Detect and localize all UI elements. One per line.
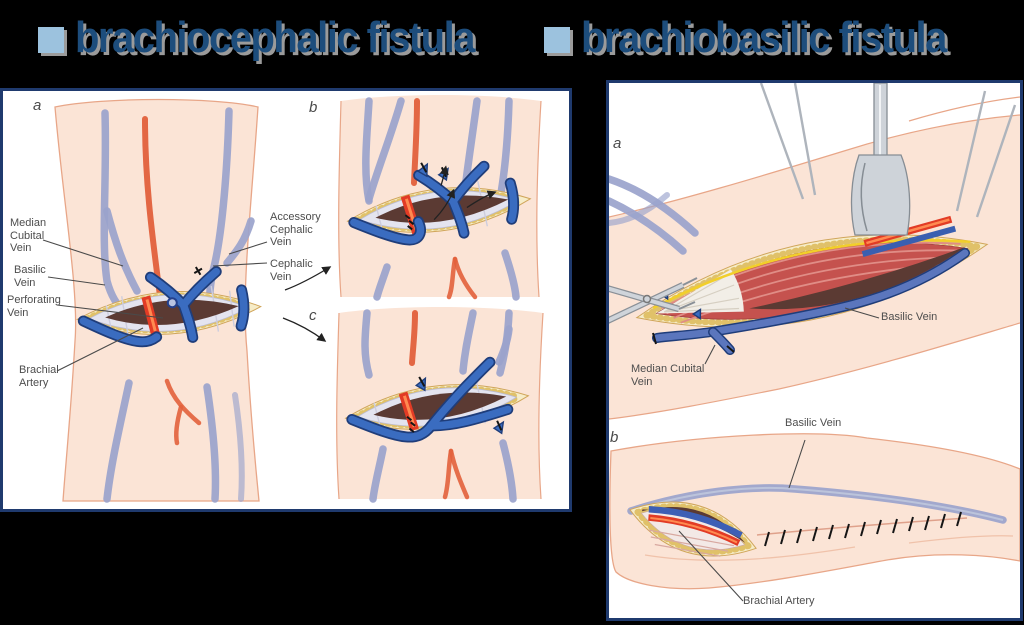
brachiocephalic-illustration [42,95,544,503]
figure-letter-b: b [610,429,619,446]
incision-a [76,266,262,348]
sequence-arrows [282,266,332,342]
figure-b-arm [609,433,1020,590]
figure-a-upper-arm [609,83,1020,420]
brachiobasilic-figure-panel: a b Basilic Vein Median Cubital Vein Bas… [606,80,1023,621]
scissors-icon [609,277,698,324]
square-bullet-icon [544,27,570,53]
brachiocephalic-figure-panel: a b c Median Cubital Vein Basilic Vein P… [0,88,572,512]
heading-text: brachiobasilic fistula [581,14,947,62]
label-basilic-vein: Basilic Vein [785,417,842,429]
label-perforating-vein: Perforating Vein [7,294,61,319]
figure-letter-b: b [309,99,318,116]
label-basilic-vein: Basilic Vein [14,264,46,289]
mobilized-basilic-vein [652,248,970,355]
retraction-strings [759,83,1017,218]
figure-letter-c: c [309,307,317,324]
label-median-cubital-vein: Median Cubital Vein [10,217,47,254]
incision-elbow [629,501,757,557]
figure-b-forearm [338,95,542,301]
square-bullet-icon [38,27,64,53]
incision-b [346,160,532,246]
label-cephalic-vein: Cephalic Vein [270,258,313,283]
suture-ticks [764,511,962,547]
incision-upper-arm [635,215,989,328]
label-brachial-artery: Brachial Artery [743,595,815,607]
incision-c [344,356,530,443]
figure-c-forearm [336,307,544,503]
leader-lines [678,307,880,602]
leader-lines [42,239,268,372]
label-brachial-artery: Brachial Artery [19,364,59,389]
retractor-instrument [850,83,911,236]
heading-brachiobasilic: brachiobasilic fistula [544,14,947,62]
heading-text: brachiocephalic fistula [75,14,475,62]
label-basilic-vein: Basilic Vein [881,311,938,323]
label-median-cubital-vein: Median Cubital Vein [631,363,705,388]
figure-a-forearm [54,98,262,503]
figure-letter-a: a [613,135,622,152]
label-accessory-cephalic-vein: Accessory Cephalic Vein [270,211,321,248]
heading-brachiocephalic: brachiocephalic fistula [38,14,475,62]
brachiobasilic-illustration [609,83,1020,602]
figure-letter-a: a [33,97,42,114]
